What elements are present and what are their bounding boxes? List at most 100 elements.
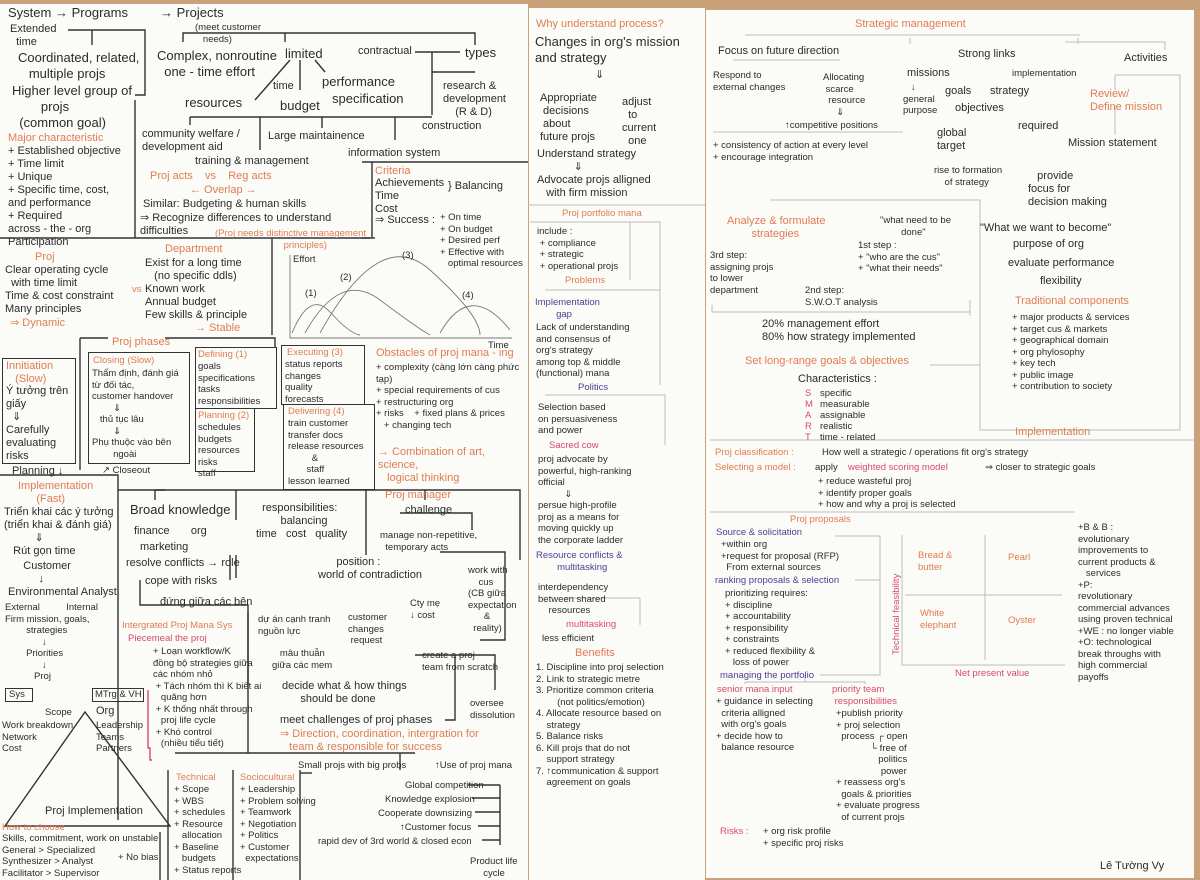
step-3: 3rd step: assigning projs to lower depar…: [710, 250, 774, 296]
consistency-list: + consistency of action at every level +…: [713, 140, 868, 163]
du-an-note: dự án cạnh tranh nguồn lực: [258, 614, 331, 637]
strategic-management-title: Strategic management: [855, 18, 966, 30]
closing-title: Closing (Slow): [93, 355, 155, 366]
sacred-cow-label: Sacred cow: [549, 440, 599, 451]
overlap-label: ← Overlap →: [190, 184, 257, 196]
training-label: training & management: [195, 155, 309, 167]
resolve-conflicts: resolve conflicts → role: [126, 557, 240, 569]
smart-m-word: measurable: [820, 399, 870, 410]
piecemeal-label: Piecemeal the proj: [128, 633, 207, 644]
distinct-principles-note: (Proj needs distinctive management princ…: [215, 228, 367, 251]
limited-label: limited: [285, 46, 323, 61]
sociocultural-title: Sociocultural: [240, 772, 295, 783]
flexibility-label: flexibility: [1040, 275, 1082, 287]
managing-portfolio: managing the portfolio: [720, 670, 815, 681]
technical-title: Technical: [176, 772, 216, 783]
global-target: global target: [937, 127, 967, 152]
cope-risks: cope with risks: [145, 575, 218, 587]
analyze-formulate: Analyze & formulate strategies: [727, 215, 826, 240]
prioritizing-list: prioritizing requires: + discipline + ac…: [725, 588, 816, 668]
technical-feasibility-axis: Technical feasibility: [891, 573, 902, 655]
long-range-goals: Set long-range goals & objectives: [745, 355, 909, 367]
construction-label: construction: [422, 120, 482, 132]
recognize-note: ⇒ Recognize differences to understand di…: [140, 212, 332, 237]
delivering-body: train customer transfer docs release res…: [288, 418, 364, 487]
smart-r: R: [805, 421, 812, 432]
scope-list: Work breakdown Network Cost: [2, 720, 74, 754]
focus-future: Focus on future direction: [718, 45, 840, 57]
programs-goal: Higher level group of projs (common goal…: [12, 83, 132, 130]
ranking-proposals: ranking proposals & selection: [715, 575, 840, 586]
information-system-label: information system: [348, 147, 441, 159]
driver-global: Global competition: [405, 780, 484, 791]
quadrant-white-elephant: White elephant: [920, 608, 957, 631]
selecting-model-label: Selecting a model :: [715, 462, 796, 473]
sys-box: [5, 688, 33, 702]
respond-external: Respond to external changes: [713, 70, 786, 93]
interdependency: interdependency between shared resources: [538, 582, 609, 616]
traditional-components-list: + major products & services + target cus…: [1012, 312, 1130, 392]
initiation-box: [2, 358, 76, 464]
proj-manager-title: Proj manager: [385, 489, 452, 501]
multitasking-label: multitasking: [566, 619, 617, 630]
budget-label: budget: [280, 98, 320, 113]
driver-knowledge: Knowledge explosion: [385, 794, 475, 805]
planning-arrow: Planning ↓: [12, 465, 64, 477]
sacred-cow-body: proj advocate by powerful, high-ranking …: [538, 454, 632, 546]
stable-label: → Stable: [195, 322, 241, 334]
phase-label-2: (2): [340, 272, 352, 283]
effort-axis-label: Effort: [293, 254, 316, 265]
objectives-label: objectives: [955, 102, 1004, 114]
closeout-label: ↗ Closeout: [102, 465, 151, 476]
use-pm-note: ↑Use of proj mana: [435, 760, 513, 771]
meet-challenges: meet challenges of proj phases: [280, 714, 433, 726]
general-purpose: ↓ general purpose: [903, 82, 938, 116]
system-label: System: [8, 5, 52, 20]
phase-label-1: (1): [305, 288, 317, 299]
org-label: Org: [96, 705, 115, 717]
criteria-list: Achievements Time Cost: [375, 177, 445, 215]
scope-label: Scope: [45, 707, 72, 718]
proj-proposals-title: Proj proposals: [790, 514, 851, 525]
allocating-resource: Allocating scarce resource ⇓: [823, 72, 866, 118]
defining-title: Defining (1): [198, 349, 248, 360]
create-team-note: create a proj team from scratch: [422, 650, 499, 673]
step-1: 1st step : + "who are the cus" + "what t…: [858, 240, 943, 274]
proj-phases-title: Proj phases: [112, 336, 171, 348]
provide-focus: provide focus for decision making: [1028, 170, 1107, 208]
challenge-label: challenge: [405, 504, 453, 516]
model-apply: apply: [815, 462, 838, 473]
strategy-label: strategy: [990, 85, 1030, 97]
smart-t-word: time - related: [820, 432, 876, 443]
appropriate-decisions: Appropriate decisions about future projs: [540, 92, 597, 143]
what-need-done: "what need to be done": [880, 215, 951, 238]
major-characteristic-list: + Established objective + Time limit + U…: [8, 145, 121, 248]
product-life-cycle: Product life cycle: [470, 856, 518, 879]
model-result: ⇒ closer to strategic goals: [985, 462, 1096, 473]
activities-label: Activities: [1124, 52, 1168, 64]
less-efficient: less efficient: [542, 633, 595, 644]
sys-label: Sys: [9, 689, 25, 700]
combination-note: → Combination of art, science, logical t…: [378, 446, 485, 484]
similar-note: Similar: Budgeting & human skills: [143, 198, 307, 210]
review-mission: Review/ Define mission: [1090, 88, 1163, 113]
no-bias-note: + No bias: [118, 852, 159, 863]
lack-understanding: Lack of understanding and consensus of o…: [536, 322, 630, 379]
specification-label: specification: [332, 91, 404, 106]
adjust-note: adjust to current one: [622, 96, 657, 147]
planning-title: Planning (2): [198, 410, 250, 421]
performance-label: performance: [322, 74, 395, 89]
programs-label: → Programs: [55, 5, 128, 20]
obstacles-title: Obstacles of proj mana - ing: [376, 347, 514, 359]
small-projs-note: Small projs with big probs: [298, 760, 407, 771]
risks-list: + org risk profile + specific proj risks: [763, 826, 844, 849]
vs-label: vs: [132, 284, 142, 295]
implementation-gap: Implementation gap: [535, 297, 600, 320]
problems-label: Problems: [565, 275, 606, 286]
implementation-activity: Implementation: [1015, 426, 1091, 438]
proj-implementation-label: Proj Implementation: [45, 805, 143, 817]
criteria-title: Criteria: [375, 165, 411, 177]
complex-effort-note: Complex, nonroutine one - time effort: [157, 48, 277, 79]
position-note: position : world of contradiction: [318, 556, 422, 581]
